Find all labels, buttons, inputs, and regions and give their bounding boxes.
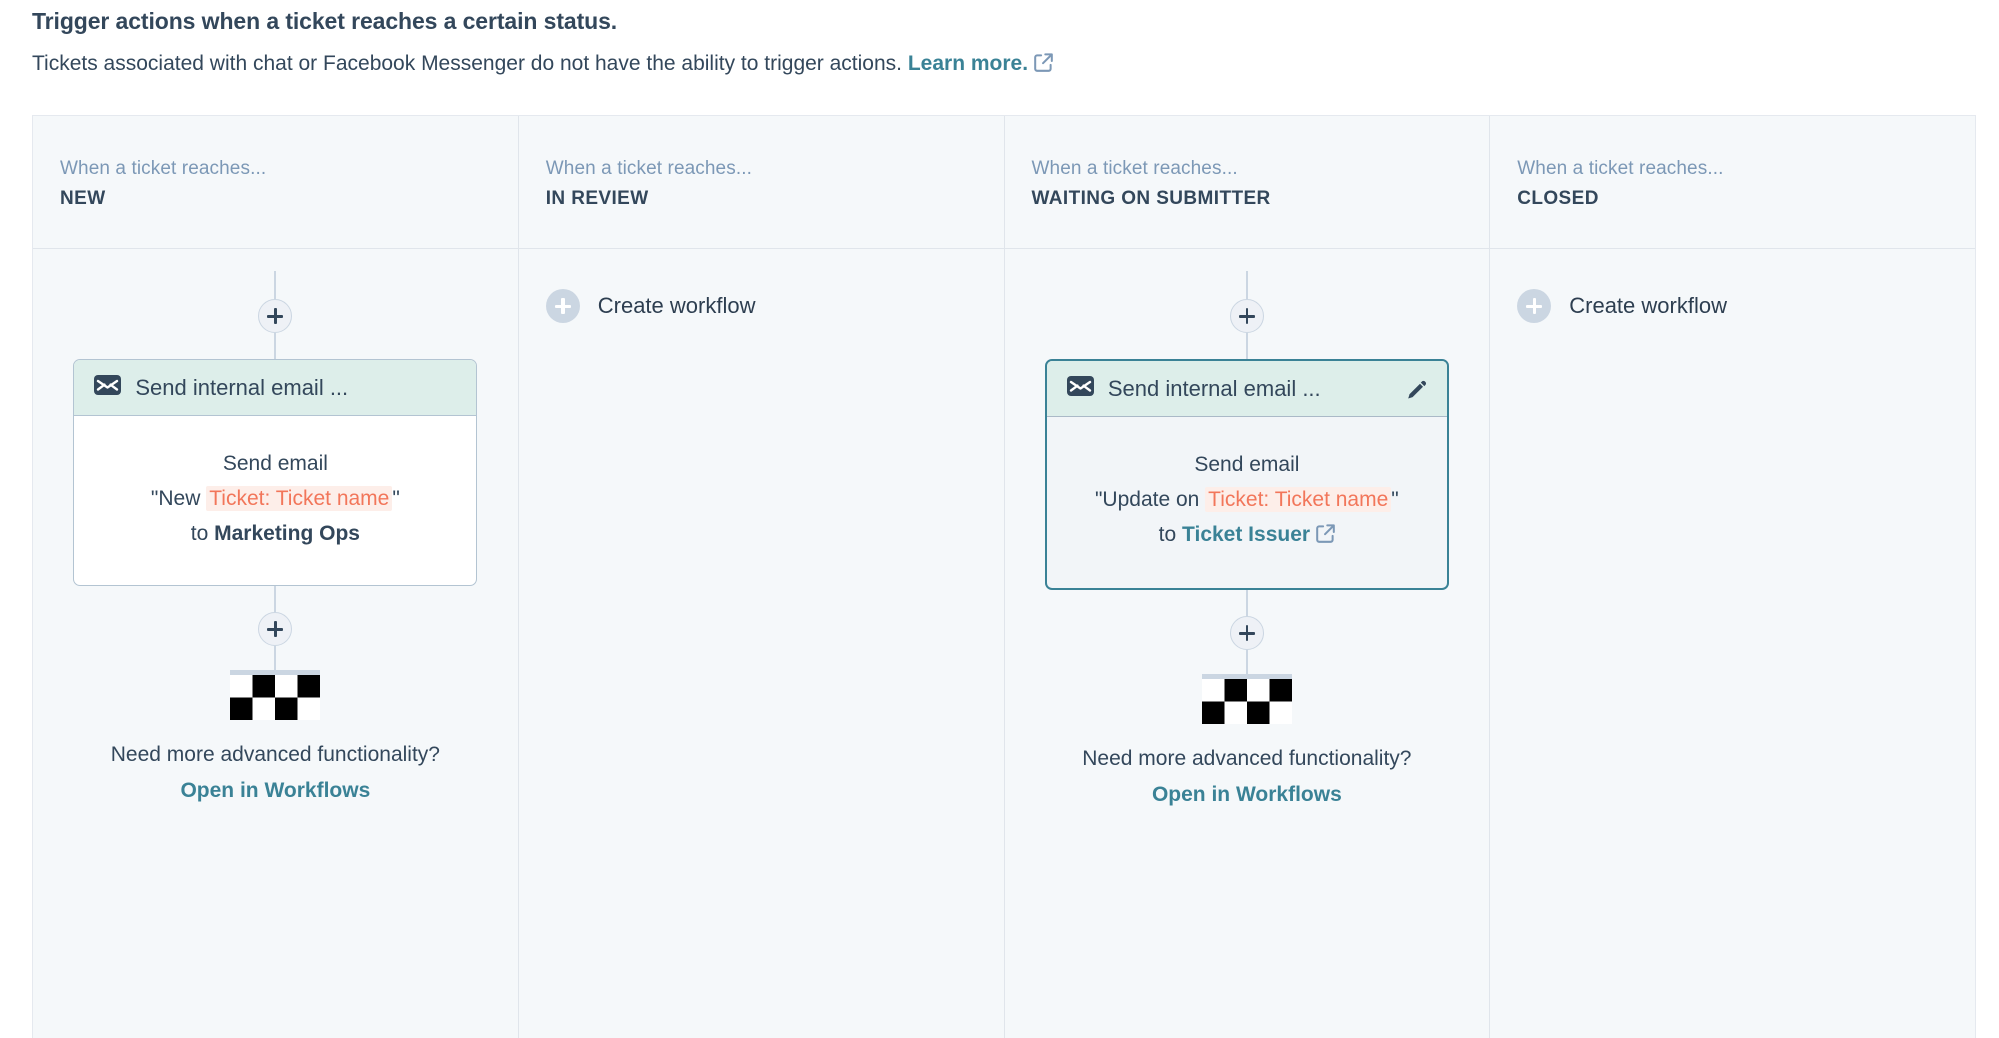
add-action-button-bottom[interactable] — [258, 612, 293, 646]
action-card-body: Send email "New Ticket: Ticket name" to … — [74, 416, 476, 585]
action-verb: Send email — [1194, 453, 1300, 476]
create-workflow-label: Create workflow — [597, 293, 756, 318]
status-column-in-review: When a ticket reaches... IN REVIEW Creat… — [518, 116, 1005, 1038]
advanced-footer-question: Need more advanced functionality? — [110, 743, 440, 766]
action-card-selected[interactable]: Send internal email ... Send email "Upda… — [1044, 359, 1449, 590]
status-column-closed: When a ticket reaches... CLOSED Create w… — [1490, 116, 1975, 1038]
learn-more-link[interactable]: Learn more. — [907, 52, 1029, 75]
connector-line — [1245, 333, 1248, 359]
external-link-icon — [1316, 519, 1335, 554]
checkered-flag-icon — [1201, 674, 1292, 724]
column-body: Send internal email ... Send email "New … — [33, 249, 518, 1038]
envelope-icon — [94, 375, 122, 400]
add-action-button-bottom[interactable] — [1229, 616, 1264, 650]
create-workflow-label: Create workflow — [1569, 293, 1727, 318]
checkered-flag-icon — [230, 670, 321, 720]
create-workflow-button[interactable]: Create workflow — [1490, 289, 1727, 323]
advanced-footer-question: Need more advanced functionality? — [1082, 747, 1412, 770]
action-verb: Send email — [222, 452, 328, 475]
subject-token: Ticket: Ticket name — [206, 486, 393, 511]
column-header-status: WAITING ON SUBMITTER — [1031, 188, 1271, 209]
column-header: When a ticket reaches... WAITING ON SUBM… — [1004, 116, 1490, 249]
subject-token: Ticket: Ticket name — [1205, 487, 1392, 512]
action-card-body: Send email "Update on Ticket: Ticket nam… — [1047, 417, 1447, 588]
subject-prefix: "New — [150, 487, 207, 510]
action-card-header: Send internal email ... — [1046, 361, 1447, 417]
action-card-title: Send internal email ... — [1107, 375, 1321, 401]
action-recipient: to Ticket Issuer — [1073, 517, 1421, 554]
column-body: Create workflow — [1490, 249, 1975, 1038]
column-header: When a ticket reaches... IN REVIEW — [518, 116, 1004, 249]
page-description-text: Tickets associated with chat or Facebook… — [32, 52, 903, 75]
recipient-prefix: to — [1158, 523, 1183, 546]
workflow-flow: Send internal email ... Send email "New … — [33, 271, 518, 803]
create-workflow-button[interactable]: Create workflow — [519, 289, 756, 323]
column-header-prefix: When a ticket reaches... — [545, 158, 752, 179]
open-in-workflows-link[interactable]: Open in Workflows — [1151, 783, 1342, 806]
connector-line — [1245, 271, 1248, 299]
open-in-workflows-link[interactable]: Open in Workflows — [180, 779, 371, 802]
action-subject: "New Ticket: Ticket name" — [100, 481, 450, 516]
connector-line — [274, 333, 277, 359]
workflow-flow: Send internal email ... Send email "Upda… — [1005, 271, 1490, 807]
intro-block: Trigger actions when a ticket reaches a … — [0, 0, 1999, 80]
column-header-status: NEW — [60, 188, 106, 209]
action-card[interactable]: Send internal email ... Send email "New … — [73, 359, 478, 586]
pencil-icon[interactable] — [1405, 377, 1429, 401]
plus-circle-icon — [545, 289, 580, 323]
column-header-prefix: When a ticket reaches... — [60, 158, 267, 179]
column-header-prefix: When a ticket reaches... — [1517, 158, 1724, 179]
action-card-header: Send internal email ... — [74, 360, 477, 416]
connector-line — [274, 271, 277, 299]
column-body: Create workflow — [519, 249, 1004, 1038]
column-header-prefix: When a ticket reaches... — [1031, 158, 1238, 179]
connector-line — [1245, 590, 1248, 616]
page-description: Tickets associated with chat or Facebook… — [32, 50, 1999, 80]
column-body: Send internal email ... Send email "Upda… — [1005, 249, 1490, 1038]
recipient-value: Marketing Ops — [214, 522, 360, 545]
advanced-footer: Need more advanced functionality? Open i… — [1005, 744, 1490, 807]
page-title: Trigger actions when a ticket reaches a … — [32, 8, 618, 34]
subject-suffix: " — [392, 487, 400, 510]
external-link-icon — [1034, 52, 1053, 80]
action-recipient: to Marketing Ops — [100, 516, 450, 551]
status-columns-grid: When a ticket reaches... NEW Send intern… — [32, 115, 1976, 1038]
connector-line — [274, 586, 277, 612]
recipient-link[interactable]: Ticket Issuer — [1182, 523, 1311, 546]
subject-prefix: "Update on — [1094, 488, 1206, 511]
column-header-status: IN REVIEW — [545, 188, 649, 209]
connector-line — [1245, 650, 1248, 674]
envelope-icon — [1066, 376, 1094, 401]
column-header: When a ticket reaches... CLOSED — [1490, 116, 1975, 249]
column-header-status: CLOSED — [1517, 188, 1599, 209]
recipient-prefix: to — [190, 522, 215, 545]
add-action-button-top[interactable] — [258, 299, 293, 333]
plus-circle-icon — [1517, 289, 1552, 323]
status-column-new: When a ticket reaches... NEW Send intern… — [33, 116, 519, 1038]
status-column-waiting-on-submitter: When a ticket reaches... WAITING ON SUBM… — [1004, 116, 1491, 1038]
add-action-button-top[interactable] — [1229, 299, 1264, 333]
subject-suffix: " — [1391, 488, 1399, 511]
advanced-footer: Need more advanced functionality? Open i… — [33, 740, 518, 803]
column-header: When a ticket reaches... NEW — [33, 116, 518, 249]
action-card-title: Send internal email ... — [135, 374, 349, 400]
action-subject: "Update on Ticket: Ticket name" — [1073, 482, 1421, 517]
connector-line — [274, 646, 277, 670]
